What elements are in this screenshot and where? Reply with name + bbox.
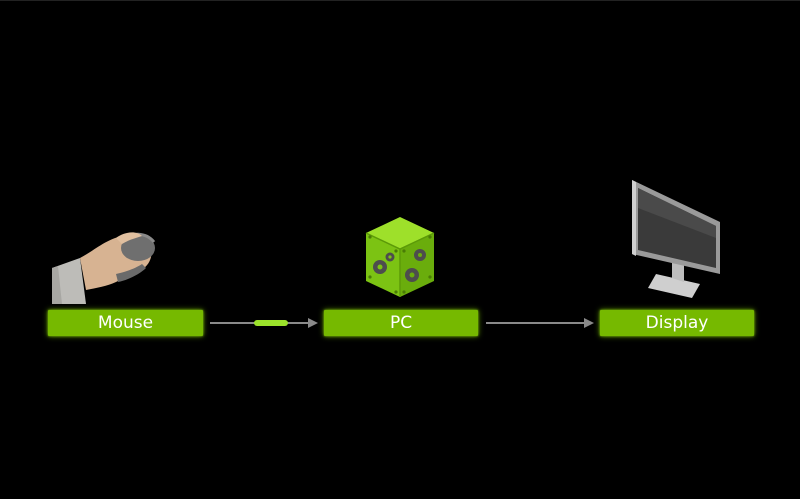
gear-cube-icon — [364, 215, 438, 299]
signal-pulse — [254, 320, 288, 326]
display-label-box: Display — [600, 310, 754, 336]
monitor-icon — [626, 178, 724, 300]
pc-label: PC — [389, 313, 413, 333]
pc-label-box: PC — [324, 310, 478, 336]
pc-to-display-arrow — [484, 315, 596, 331]
top-border — [0, 0, 800, 1]
mouse-label-box: Mouse — [48, 310, 203, 336]
hand-on-mouse-icon — [50, 228, 162, 306]
display-label: Display — [645, 313, 709, 333]
mouse-label: Mouse — [97, 313, 154, 333]
mouse-to-pc-arrow — [208, 315, 320, 331]
